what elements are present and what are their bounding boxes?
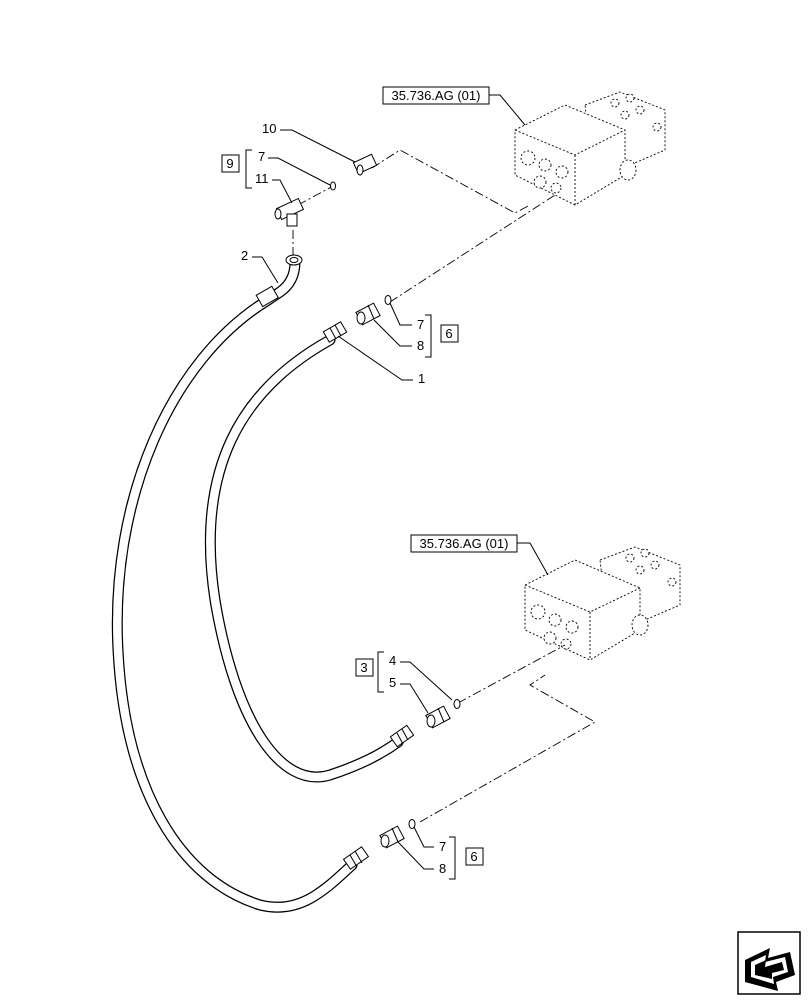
svg-text:7: 7 <box>258 149 265 164</box>
kit-9-bracket: 9 <box>221 149 252 189</box>
lower-valve-block <box>524 546 681 661</box>
svg-text:1: 1 <box>418 371 425 386</box>
kit-3-bracket: 3 <box>355 651 384 693</box>
callout-7-top: 7 <box>258 149 331 186</box>
callout-7-mid: 7 <box>389 302 424 332</box>
kit-6-mid-bracket: 6 <box>425 314 459 358</box>
svg-text:3: 3 <box>360 660 367 675</box>
arrow-navigation-icon[interactable] <box>737 931 801 995</box>
part-7-oring-top <box>330 181 336 191</box>
svg-text:4: 4 <box>389 653 396 668</box>
callout-11: 11 <box>255 171 293 204</box>
upper-valve-reference[interactable]: 35.736.AG (01) <box>382 86 526 126</box>
part-5-adapter <box>425 705 451 729</box>
svg-text:11: 11 <box>255 171 269 186</box>
callout-1: 1 <box>337 335 425 386</box>
svg-text:10: 10 <box>262 121 276 136</box>
svg-text:9: 9 <box>226 156 233 171</box>
callout-4: 4 <box>389 653 453 701</box>
callout-8-mid: 8 <box>373 319 424 353</box>
upper-valve-block <box>514 91 666 206</box>
svg-text:7: 7 <box>417 317 424 332</box>
callout-5: 5 <box>389 675 429 714</box>
svg-text:6: 6 <box>445 326 452 341</box>
hose-2 <box>111 254 370 913</box>
kit-6-bot-bracket: 6 <box>449 836 484 880</box>
part-7-oring-mid <box>384 295 392 305</box>
callout-8-bot: 8 <box>397 841 446 876</box>
part-8-adapter-mid <box>355 302 381 326</box>
lower-valve-reference[interactable]: 35.736.AG (01) <box>410 534 549 576</box>
part-10-adapter <box>352 153 378 176</box>
svg-text:5: 5 <box>389 675 396 690</box>
hose-1 <box>204 321 415 783</box>
svg-text:6: 6 <box>470 849 477 864</box>
svg-text:2: 2 <box>241 248 248 263</box>
callout-2: 2 <box>241 248 279 284</box>
svg-text:35.736.AG (01): 35.736.AG (01) <box>420 536 509 551</box>
svg-text:35.736.AG (01): 35.736.AG (01) <box>392 88 481 103</box>
callout-10: 10 <box>262 121 356 163</box>
centerlines <box>292 149 596 823</box>
part-4-oring <box>453 699 461 709</box>
callout-7-bot: 7 <box>413 826 446 854</box>
part-8-adapter-bot <box>379 825 405 849</box>
part-11-tee <box>274 197 305 227</box>
svg-text:8: 8 <box>417 338 424 353</box>
svg-text:8: 8 <box>439 861 446 876</box>
part-7-oring-bot <box>408 819 416 829</box>
svg-text:7: 7 <box>439 839 446 854</box>
